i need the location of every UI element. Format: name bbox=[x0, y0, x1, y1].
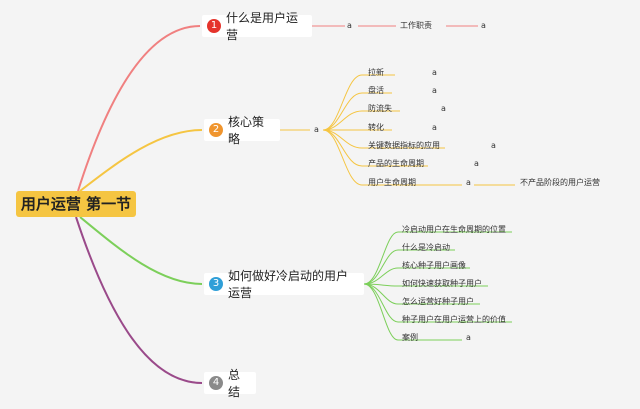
b2-child-6-a[interactable]: a bbox=[474, 159, 479, 168]
b3-child-7-a[interactable]: a bbox=[466, 333, 471, 342]
link-b2-c3 bbox=[322, 110, 400, 131]
branch-1-topic[interactable]: 1 什么是用户运营 bbox=[202, 11, 312, 42]
number-badge-1: 1 bbox=[207, 19, 221, 33]
b2-child-1-a[interactable]: a bbox=[432, 68, 437, 77]
branch-3-label: 如何做好冷启动的用户运营 bbox=[228, 269, 349, 300]
b3-child-6[interactable]: 种子用户在用户运营上的价值 bbox=[402, 315, 506, 324]
link-root-b1 bbox=[77, 25, 201, 192]
b2-child-7-sub[interactable]: 不产品阶段的用户运营 bbox=[520, 178, 600, 187]
b2-child-6[interactable]: 产品的生命周期 bbox=[368, 159, 424, 168]
b2-placeholder-a[interactable]: a bbox=[314, 125, 319, 134]
link-b3-c7 bbox=[363, 283, 462, 341]
link-b3-c4 bbox=[363, 283, 488, 287]
branch-3-topic[interactable]: 3 如何做好冷启动的用户运营 bbox=[204, 269, 364, 300]
number-badge-2: 2 bbox=[209, 123, 223, 137]
number-badge-3: 3 bbox=[209, 277, 223, 291]
b2-child-7-a[interactable]: a bbox=[466, 178, 471, 187]
b2-child-4[interactable]: 转化 bbox=[368, 123, 384, 132]
branch-4-topic[interactable]: 4 总结 bbox=[204, 368, 256, 399]
link-b2-c1 bbox=[322, 74, 395, 131]
b2-child-3[interactable]: 防流失 bbox=[368, 104, 392, 113]
b2-child-5-a[interactable]: a bbox=[491, 141, 496, 150]
link-b3-c1 bbox=[363, 231, 512, 285]
link-b3-c3 bbox=[363, 267, 470, 285]
branch-4-label: 总结 bbox=[228, 368, 241, 399]
b2-child-2[interactable]: 盘活 bbox=[368, 86, 384, 95]
b3-child-5[interactable]: 怎么运营好种子用户 bbox=[402, 297, 474, 306]
b3-child-1[interactable]: 冷启动用户在生命周期的位置 bbox=[402, 225, 506, 234]
b2-child-4-a[interactable]: a bbox=[432, 123, 437, 132]
b3-child-4[interactable]: 如何快速获取种子用户 bbox=[402, 279, 482, 288]
b2-child-1[interactable]: 拉新 bbox=[368, 68, 384, 77]
link-b2-c6 bbox=[322, 129, 428, 167]
b3-child-2[interactable]: 什么是冷启动 bbox=[402, 243, 450, 252]
branch-1-label: 什么是用户运营 bbox=[226, 11, 299, 42]
b2-child-5[interactable]: 关键数据指标的应用 bbox=[368, 141, 440, 150]
branch-2-topic[interactable]: 2 核心策略 bbox=[204, 115, 280, 146]
branch-2-label: 核心策略 bbox=[228, 115, 265, 146]
b2-child-7[interactable]: 用户生命周期 bbox=[368, 178, 416, 187]
link-b3-c6 bbox=[363, 283, 512, 323]
link-b2-c7 bbox=[322, 129, 420, 186]
link-b2-c2 bbox=[322, 92, 392, 131]
root-topic[interactable]: 用户运营 第一节 bbox=[16, 191, 136, 217]
b2-child-2-a[interactable]: a bbox=[432, 86, 437, 95]
link-root-b3 bbox=[79, 216, 203, 285]
b2-child-3-a[interactable]: a bbox=[441, 104, 446, 113]
b1-placeholder-a[interactable]: a bbox=[347, 21, 352, 30]
b1-child-label[interactable]: 工作职责 bbox=[400, 21, 432, 30]
b1-child-a[interactable]: a bbox=[481, 21, 486, 30]
link-b3-c2 bbox=[363, 249, 455, 285]
b3-child-7[interactable]: 案例 bbox=[402, 333, 418, 342]
link-root-b2 bbox=[79, 129, 203, 192]
b3-child-3[interactable]: 核心种子用户画像 bbox=[402, 261, 466, 270]
number-badge-4: 4 bbox=[209, 376, 223, 390]
link-root-b4 bbox=[75, 216, 203, 384]
